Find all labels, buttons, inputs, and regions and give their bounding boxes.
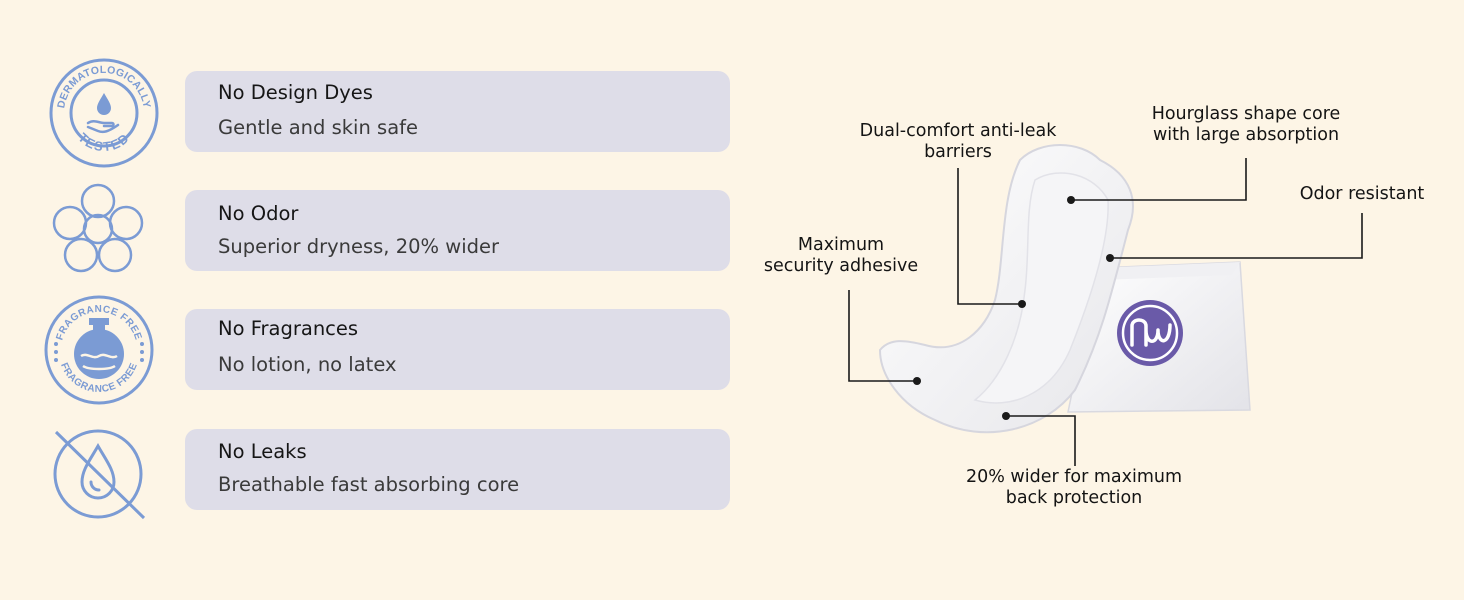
feature-title: No Fragrances	[218, 317, 359, 340]
callout-line: with large absorption	[1152, 125, 1340, 145]
callout-line: Odor resistant	[1299, 184, 1425, 204]
callout-wider: 20% wider for maximum back protection	[952, 467, 1196, 509]
feature-subtitle: Superior dryness, 20% wider	[218, 235, 499, 258]
feature-card-leaks: No Leaks Breathable fast absorbing core	[185, 429, 730, 510]
brand-logo-icon	[1117, 300, 1183, 366]
feature-title: No Odor	[218, 202, 299, 225]
feature-card-fragrances: No Fragrances No lotion, no latex	[185, 309, 730, 390]
callout-line: barriers	[924, 142, 992, 162]
callout-line: Dual-comfort anti-leak	[859, 121, 1057, 141]
callout-lines	[848, 158, 1363, 466]
callout-line: back protection	[1005, 488, 1143, 508]
callout-line: Hourglass shape core	[1151, 104, 1341, 124]
pad	[878, 144, 1134, 434]
no-leak-drop-icon	[52, 428, 146, 520]
callout-core: Hourglass shape core with large absorpti…	[1130, 104, 1362, 146]
fragrance-free-icon: FRAGRANCE FREE FRAGRANCE FREE	[43, 294, 155, 406]
feature-title: No Design Dyes	[218, 81, 373, 104]
callout-dots	[913, 196, 1114, 420]
dermatologically-tested-icon: DERMATOLOGICALLY TESTED	[48, 57, 160, 169]
callout-barriers: Dual-comfort anti-leak barriers	[838, 121, 1078, 163]
callout-odor: Odor resistant	[1282, 184, 1442, 205]
feature-subtitle: Breathable fast absorbing core	[218, 473, 520, 496]
callout-line: 20% wider for maximum	[965, 467, 1183, 487]
callout-line: security adhesive	[763, 256, 919, 276]
callout-adhesive: Maximum security adhesive	[750, 235, 932, 277]
callout-line: Maximum	[797, 235, 885, 255]
feature-card-odor: No Odor Superior dryness, 20% wider	[185, 190, 730, 271]
feature-title: No Leaks	[218, 440, 307, 463]
feature-subtitle: No lotion, no latex	[218, 353, 397, 376]
flower-icon	[50, 183, 146, 275]
feature-subtitle: Gentle and skin safe	[218, 116, 419, 139]
feature-card-design-dyes: No Design Dyes Gentle and skin safe	[185, 71, 730, 152]
